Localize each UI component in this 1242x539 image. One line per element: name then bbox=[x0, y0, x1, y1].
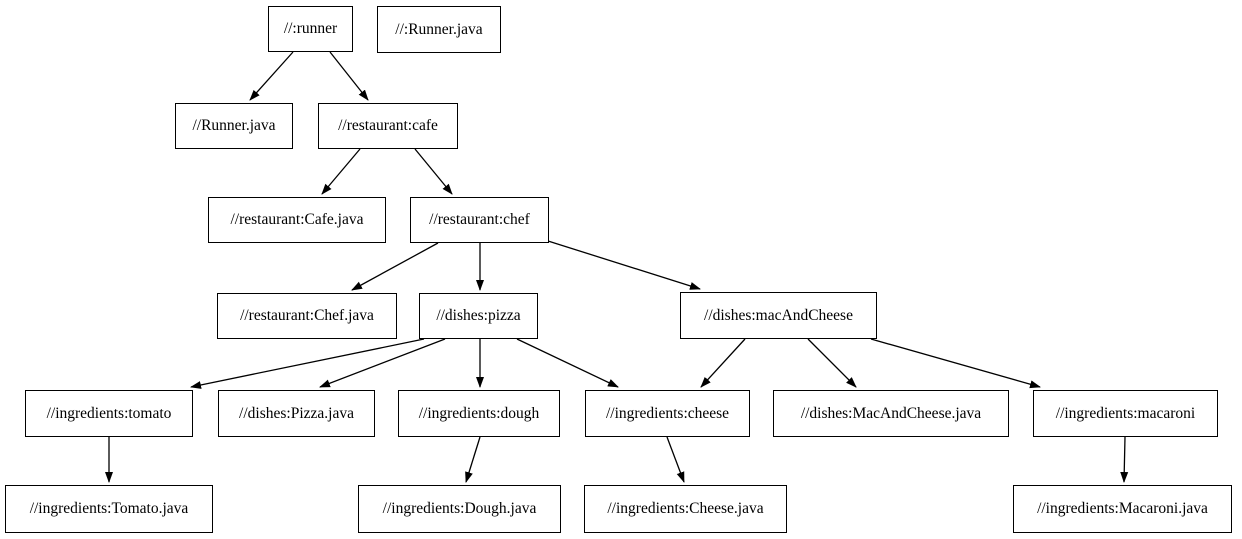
edge-mac-and-cheese-to-macaroni bbox=[870, 338, 1041, 389]
graph-node-macaroni: //ingredients:macaroni bbox=[1033, 390, 1218, 437]
edge-pizza-to-tomato bbox=[190, 338, 425, 389]
graph-node-cafe: //restaurant:cafe bbox=[318, 103, 458, 149]
edge-runner-to-cafe bbox=[329, 51, 369, 101]
graph-node-cafe-java: //restaurant:Cafe.java bbox=[208, 197, 386, 243]
graph-node-macaroni-java: //ingredients:Macaroni.java bbox=[1013, 485, 1232, 533]
edge-dough-to-dough-java bbox=[465, 436, 481, 483]
edge-cafe-to-chef bbox=[414, 148, 453, 195]
edge-runner-to-runner-java bbox=[249, 51, 294, 101]
graph-node-dough-java: //ingredients:Dough.java bbox=[358, 485, 561, 533]
graph-node-chef-java: //restaurant:Chef.java bbox=[217, 293, 397, 339]
graph-node-runner-java: //Runner.java bbox=[175, 103, 293, 149]
graph-node-tomato: //ingredients:tomato bbox=[25, 390, 193, 437]
edge-macaroni-to-macaroni-java bbox=[1120, 436, 1129, 483]
graph-node-runner-java-file: //:Runner.java bbox=[377, 6, 501, 53]
graph-node-cheese: //ingredients:cheese bbox=[585, 390, 750, 437]
graph-node-dough: //ingredients:dough bbox=[398, 390, 560, 437]
graph-node-mac-and-cheese: //dishes:macAndCheese bbox=[680, 292, 877, 339]
edge-chef-to-chef-java bbox=[351, 242, 439, 291]
edge-pizza-to-cheese bbox=[516, 338, 619, 388]
graph-node-chef: //restaurant:chef bbox=[410, 197, 549, 243]
graph-node-cheese-java: //ingredients:Cheese.java bbox=[584, 485, 787, 533]
edge-mac-and-cheese-to-mac-and-cheese-java bbox=[807, 338, 857, 388]
edge-mac-and-cheese-to-cheese bbox=[700, 338, 746, 388]
graph-node-tomato-java: //ingredients:Tomato.java bbox=[5, 485, 213, 533]
graph-node-pizza-java: //dishes:Pizza.java bbox=[218, 390, 375, 437]
edge-cafe-to-cafe-java bbox=[321, 148, 361, 195]
edge-chef-to-mac-and-cheese bbox=[547, 240, 701, 290]
graph-node-runner: //:runner bbox=[268, 6, 353, 52]
edge-cheese-to-cheese-java bbox=[666, 436, 685, 483]
graph-node-pizza: //dishes:pizza bbox=[419, 293, 538, 339]
graph-node-mac-and-cheese-java: //dishes:MacAndCheese.java bbox=[773, 390, 1009, 437]
edge-pizza-to-pizza-java bbox=[319, 338, 446, 388]
